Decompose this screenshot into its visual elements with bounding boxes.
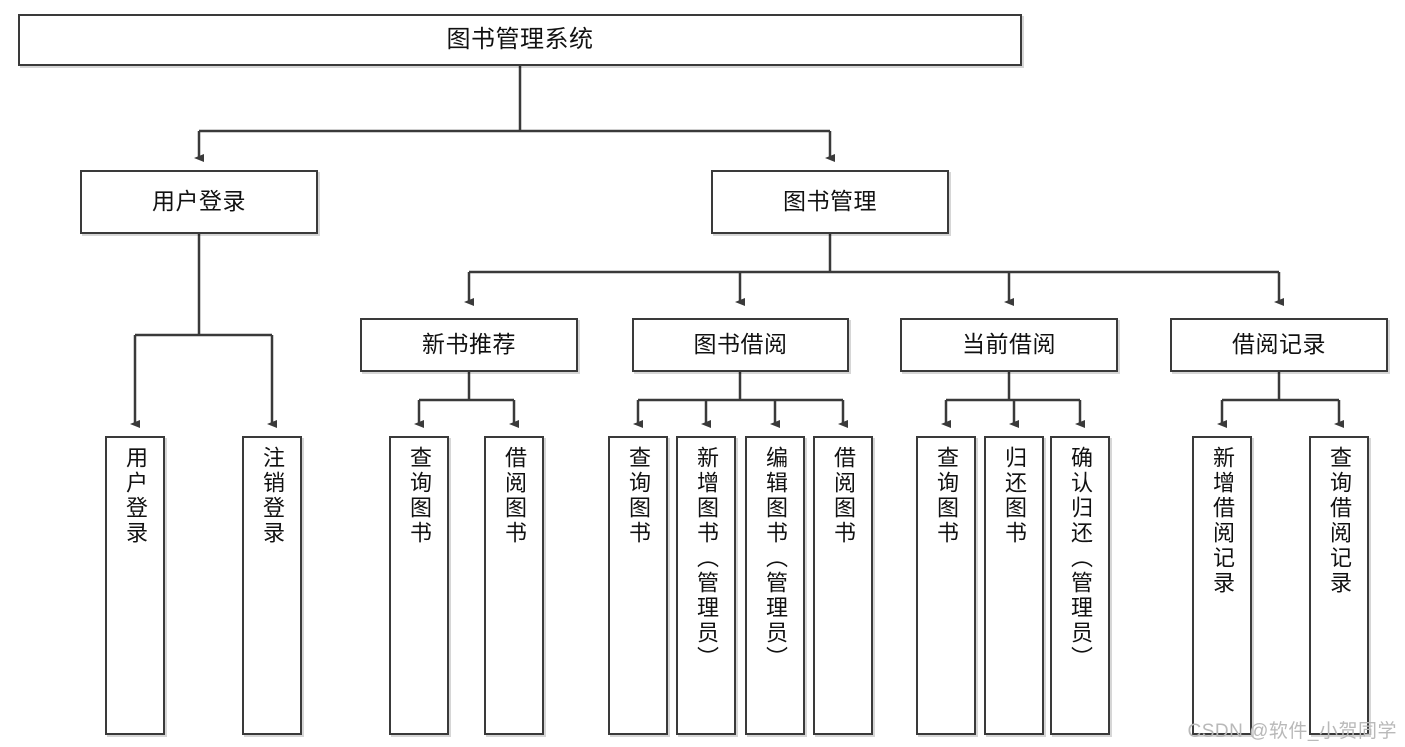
leaf-bb-borrow-book[interactable]: 借阅图书	[813, 436, 873, 735]
leaf-user-login-label: 用户登录	[122, 446, 148, 546]
leaf-logout[interactable]: 注销登录	[242, 436, 302, 735]
leaf-bb-query-book[interactable]: 查询图书	[608, 436, 668, 735]
leaf-nb-query-book[interactable]: 查询图书	[389, 436, 449, 735]
leaf-cb-query-book-label: 查询图书	[933, 446, 959, 546]
node-new-book-recommend-label: 新书推荐	[422, 331, 516, 358]
node-user-login-label: 用户登录	[152, 188, 246, 215]
node-new-book-recommend[interactable]: 新书推荐	[360, 318, 578, 372]
watermark: CSDN @软件_小贺同学	[1187, 721, 1397, 742]
leaf-logout-label: 注销登录	[259, 446, 285, 546]
leaf-cb-query-book[interactable]: 查询图书	[916, 436, 976, 735]
leaf-bb-edit-book-label: 编辑图书（管理员）	[762, 446, 788, 671]
leaf-nb-borrow-book[interactable]: 借阅图书	[484, 436, 544, 735]
leaf-cb-confirm-return-label: 确认归还（管理员）	[1067, 446, 1093, 671]
node-root-label: 图书管理系统	[446, 25, 594, 53]
leaf-nb-query-book-label: 查询图书	[406, 446, 432, 546]
leaf-bb-query-book-label: 查询图书	[625, 446, 651, 546]
leaf-bb-borrow-book-label: 借阅图书	[830, 446, 856, 546]
leaf-user-login[interactable]: 用户登录	[105, 436, 165, 735]
leaf-cb-return-book[interactable]: 归还图书	[984, 436, 1044, 735]
node-root[interactable]: 图书管理系统	[18, 14, 1022, 66]
node-borrow-record[interactable]: 借阅记录	[1170, 318, 1388, 372]
node-current-borrow[interactable]: 当前借阅	[900, 318, 1118, 372]
node-book-borrow-label: 图书借阅	[693, 331, 788, 358]
node-borrow-record-label: 借阅记录	[1232, 331, 1326, 358]
node-current-borrow-label: 当前借阅	[962, 331, 1056, 358]
leaf-br-query-record-label: 查询借阅记录	[1326, 446, 1352, 596]
node-book-manage[interactable]: 图书管理	[711, 170, 949, 234]
leaf-br-add-record-label: 新增借阅记录	[1209, 446, 1235, 596]
leaf-nb-borrow-book-label: 借阅图书	[501, 446, 527, 546]
leaf-br-add-record[interactable]: 新增借阅记录	[1192, 436, 1252, 735]
leaf-cb-confirm-return[interactable]: 确认归还（管理员）	[1050, 436, 1110, 735]
node-book-manage-label: 图书管理	[783, 188, 877, 215]
leaf-cb-return-book-label: 归还图书	[1001, 446, 1027, 546]
node-book-borrow[interactable]: 图书借阅	[632, 318, 849, 372]
leaf-br-query-record[interactable]: 查询借阅记录	[1309, 436, 1369, 735]
node-user-login[interactable]: 用户登录	[80, 170, 318, 234]
leaf-bb-add-book[interactable]: 新增图书（管理员）	[676, 436, 736, 735]
leaf-bb-add-book-label: 新增图书（管理员）	[693, 446, 719, 671]
leaf-bb-edit-book[interactable]: 编辑图书（管理员）	[745, 436, 805, 735]
